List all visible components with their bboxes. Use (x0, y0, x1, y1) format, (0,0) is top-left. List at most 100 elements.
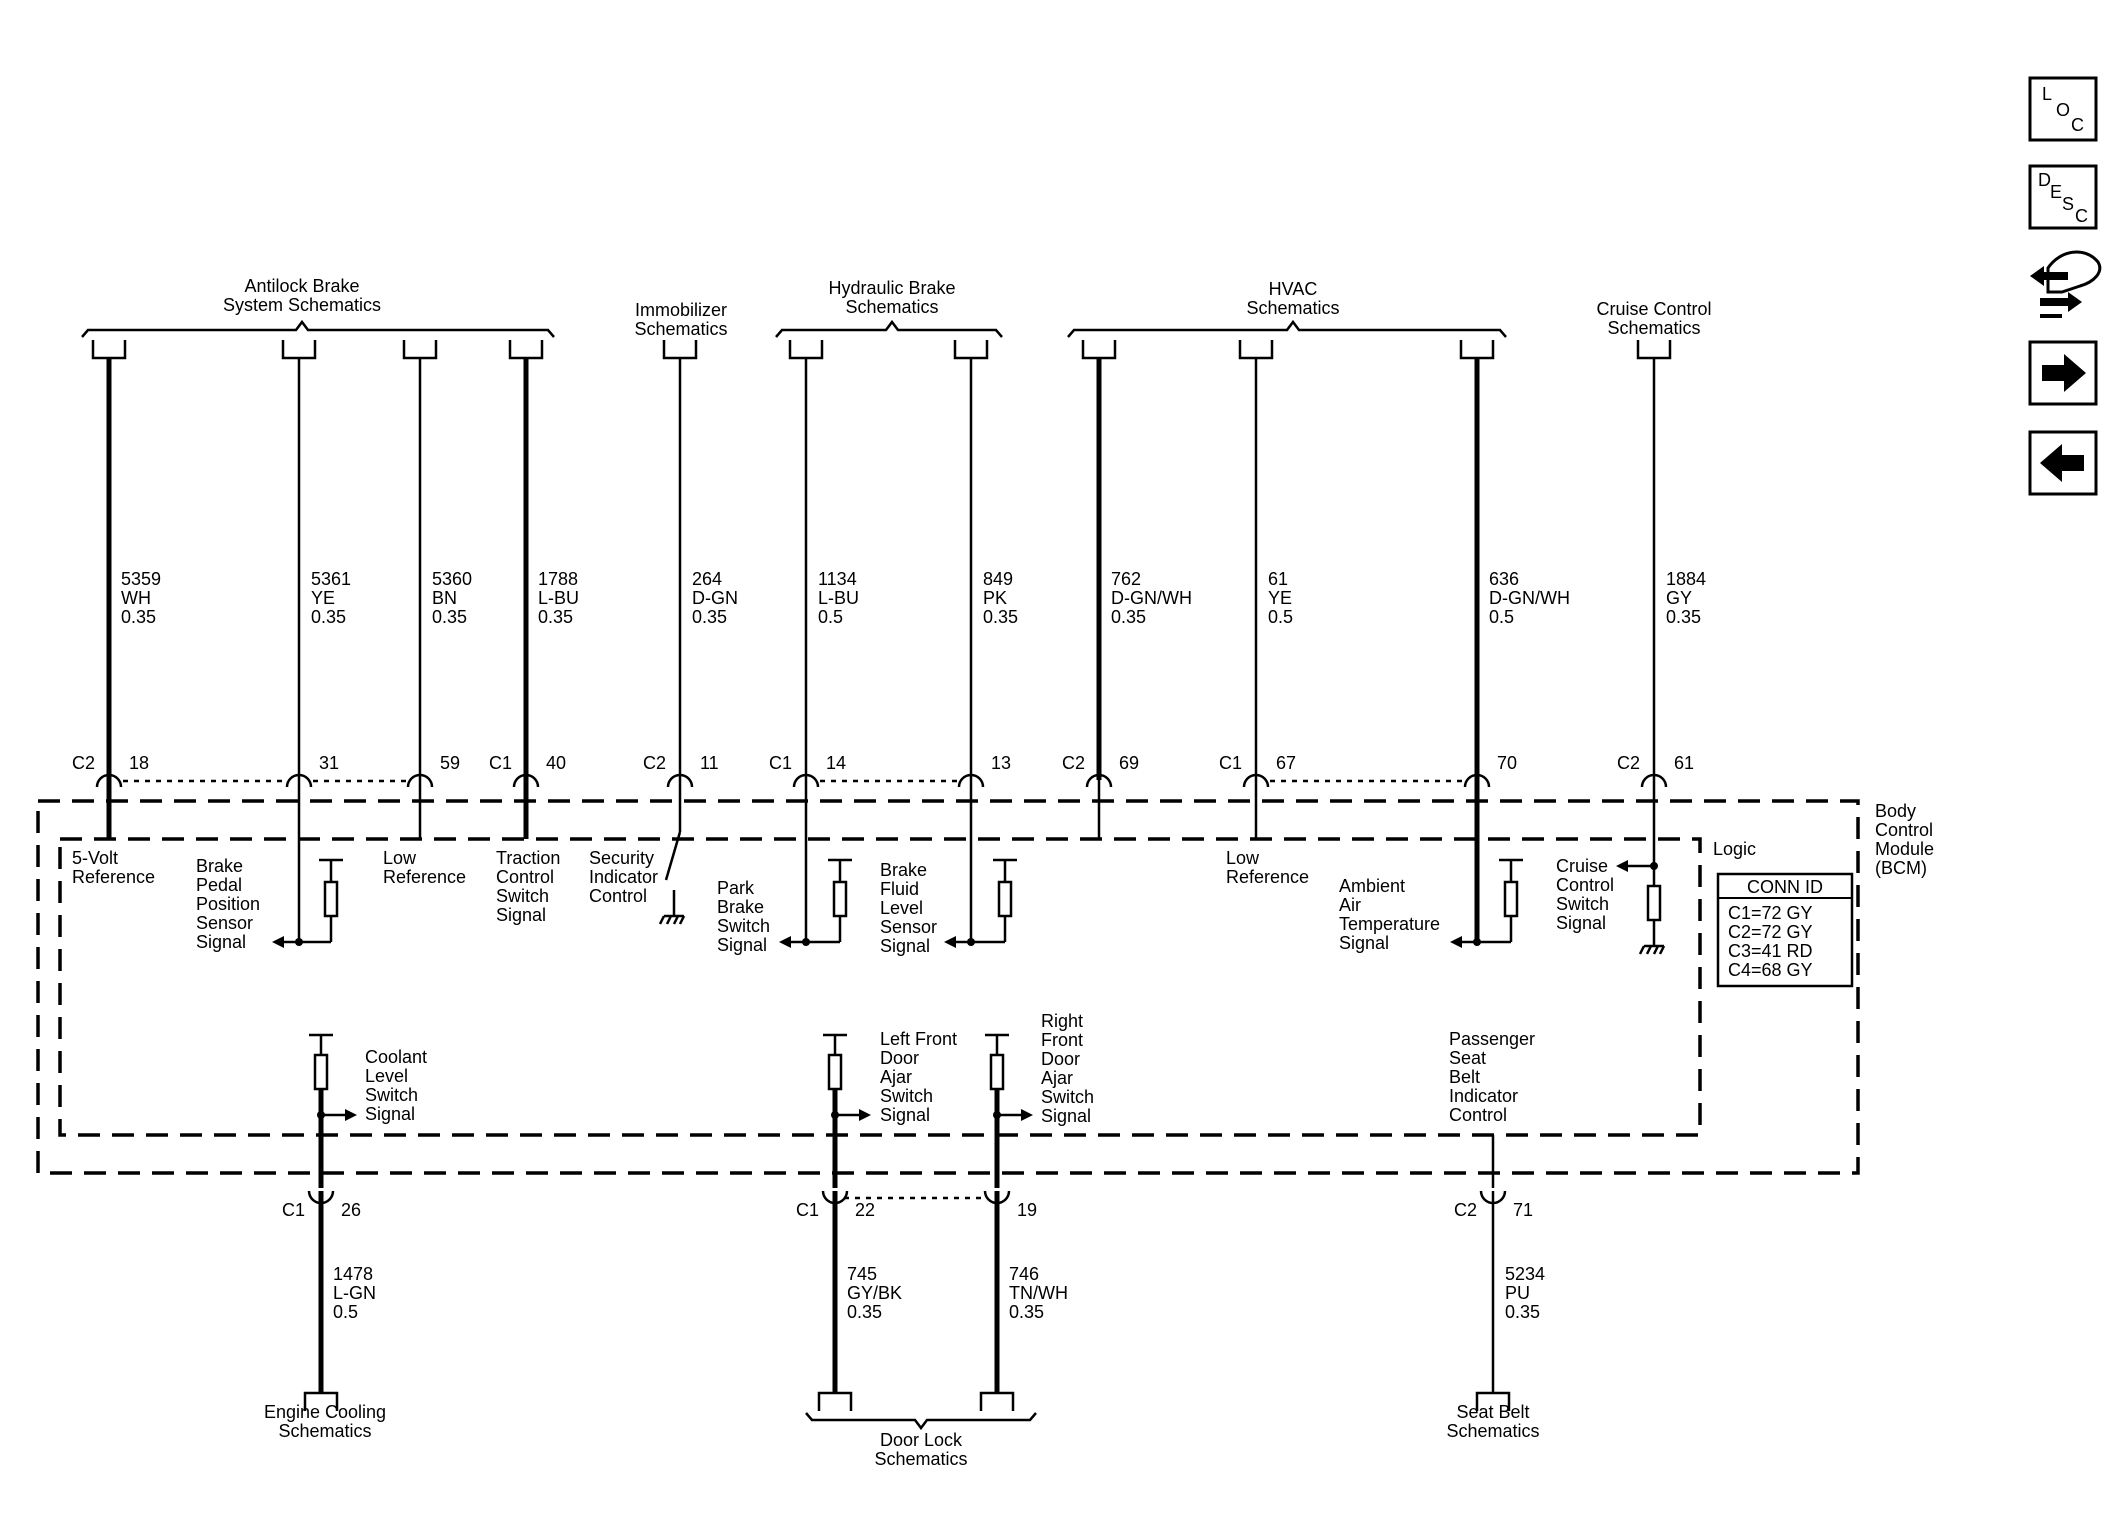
conn-id-row: C2=72 GY (1728, 922, 1813, 942)
wire-gauge: 0.35 (121, 607, 156, 627)
wire-circuit: 1478 (333, 1264, 373, 1284)
signal-label-security-indicator: Security Indicator Control (589, 848, 658, 906)
signal-label-traction-control: Traction Control Switch Signal (496, 848, 560, 925)
wire-color: GY/BK (847, 1283, 902, 1303)
svg-text:Switch: Switch (496, 886, 549, 906)
pin-label: 13 (991, 753, 1011, 773)
wire-gauge: 0.35 (1111, 607, 1146, 627)
dest-immobilizer-line1: Immobilizer (635, 300, 727, 320)
svg-text:Park: Park (717, 878, 755, 898)
svg-text:Control: Control (496, 867, 554, 887)
wire-circuit: 5359 (121, 569, 161, 589)
signal-label-left-front-door: Left Front Door Ajar Switch Signal (880, 1029, 957, 1125)
loc-letter: O (2056, 100, 2070, 120)
module-name: Body Control Module (BCM) (1875, 801, 1934, 878)
svg-text:Switch: Switch (1041, 1087, 1094, 1107)
dest-hydraulic-brake[interactable]: Hydraulic Brake Schematics (828, 278, 955, 317)
wire-label-4: 264 D-GN 0.35 (692, 569, 738, 627)
wire-label-7: 762 D-GN/WH 0.35 (1111, 569, 1192, 627)
desc-letter: S (2062, 194, 2074, 214)
svg-text:5-Volt: 5-Volt (72, 848, 118, 868)
svg-text:Fluid: Fluid (880, 879, 919, 899)
wire-gauge: 0.35 (692, 607, 727, 627)
bottom-pin-labels: C1 26 C1 22 19 C2 71 (282, 1200, 1533, 1220)
svg-text:Body: Body (1875, 801, 1916, 821)
dest-engine-cooling[interactable]: Engine Cooling Schematics (264, 1402, 386, 1441)
bottom-connector-cups (303, 1391, 1511, 1411)
wire-gauge: 0.35 (1009, 1302, 1044, 1322)
bottom-wires (318, 1191, 1495, 1393)
circuit-brake-fluid (944, 780, 1017, 948)
wire-color: PU (1505, 1283, 1530, 1303)
wire-circuit: 5360 (432, 569, 472, 589)
connector-label: C1 (489, 753, 512, 773)
wire-color: D-GN/WH (1111, 588, 1192, 608)
dest-cooling-line1: Engine Cooling (264, 1402, 386, 1422)
svg-text:Door: Door (1041, 1049, 1080, 1069)
top-wires (106, 358, 1656, 780)
wire-circuit: 1884 (1666, 569, 1706, 589)
desc-button[interactable]: D E S C (2028, 164, 2098, 230)
bottom-connector-arcs (307, 1190, 1507, 1205)
dest-door-lock[interactable]: Door Lock Schematics (874, 1430, 967, 1469)
svg-text:Front: Front (1041, 1030, 1083, 1050)
loc-letter: C (2071, 115, 2084, 135)
bracket-door-lock (805, 1412, 1037, 1431)
wire-circuit: 5234 (1505, 1264, 1545, 1284)
wire-color: YE (311, 588, 335, 608)
dest-immobilizer[interactable]: Immobilizer Schematics (634, 300, 727, 339)
connector-label: C1 (769, 753, 792, 773)
svg-text:Air: Air (1339, 895, 1361, 915)
wire-label-0: 5359 WH 0.35 (121, 569, 161, 627)
svg-text:Control: Control (1556, 875, 1614, 895)
signal-label-passenger-seat-belt: Passenger Seat Belt Indicator Control (1449, 1029, 1535, 1125)
bracket-hvac (1067, 319, 1507, 338)
wire-circuit: 762 (1111, 569, 1141, 589)
circuit-left-front-door (823, 1033, 871, 1188)
signal-label-5v-reference: 5-Volt Reference (72, 848, 155, 887)
loc-button[interactable]: L O C (2028, 76, 2098, 142)
svg-text:Module: Module (1875, 839, 1934, 859)
swap-icon[interactable] (2030, 250, 2102, 318)
connector-label: C1 (282, 1200, 305, 1220)
dest-cruise-control[interactable]: Cruise Control Schematics (1596, 299, 1711, 338)
wire-label-5: 1134 L-BU 0.5 (818, 569, 859, 627)
wire-circuit: 1788 (538, 569, 578, 589)
svg-text:Control: Control (1449, 1105, 1507, 1125)
wire-label-bottom-3: 5234 PU 0.35 (1505, 1264, 1545, 1322)
arrow-left-icon[interactable] (2028, 430, 2098, 496)
wire-color: GY (1666, 588, 1692, 608)
svg-text:Signal: Signal (717, 935, 767, 955)
dest-immobilizer-line2: Schematics (634, 319, 727, 339)
pin-label: 26 (341, 1200, 361, 1220)
svg-text:Switch: Switch (1556, 894, 1609, 914)
pin-label: 14 (826, 753, 846, 773)
dest-abs[interactable]: Antilock Brake System Schematics (223, 276, 381, 315)
wire-label-8: 61 YE 0.5 (1268, 569, 1293, 627)
svg-text:Seat: Seat (1449, 1048, 1486, 1068)
svg-text:Level: Level (365, 1066, 408, 1086)
svg-text:Signal: Signal (1339, 933, 1389, 953)
dest-seat-belt[interactable]: Seat Belt Schematics (1446, 1402, 1539, 1441)
wire-label-2: 5360 BN 0.35 (432, 569, 472, 627)
wire-gauge: 0.35 (311, 607, 346, 627)
dest-hvac[interactable]: HVAC Schematics (1246, 279, 1339, 318)
wire-label-bottom-2: 746 TN/WH 0.35 (1009, 1264, 1068, 1322)
pin-label: 59 (440, 753, 460, 773)
connector-label: C2 (643, 753, 666, 773)
svg-text:Indicator: Indicator (589, 867, 658, 887)
svg-text:Brake: Brake (717, 897, 764, 917)
pin-label: 11 (700, 753, 719, 773)
signal-label-cruise-switch: Cruise Control Switch Signal (1556, 856, 1614, 933)
wire-gauge: 0.5 (1268, 607, 1293, 627)
circuit-coolant-level (309, 1033, 357, 1188)
wire-label-bottom-1: 745 GY/BK 0.35 (847, 1264, 902, 1322)
bcm-outline (36, 799, 1860, 1175)
logic-outline (58, 837, 1702, 1137)
wire-gauge: 0.35 (847, 1302, 882, 1322)
arrow-right-icon[interactable] (2028, 340, 2098, 406)
signal-label-low-reference-1: Low Reference (383, 848, 466, 887)
dest-cruise-line1: Cruise Control (1596, 299, 1711, 319)
wire-gauge: 0.35 (1666, 607, 1701, 627)
